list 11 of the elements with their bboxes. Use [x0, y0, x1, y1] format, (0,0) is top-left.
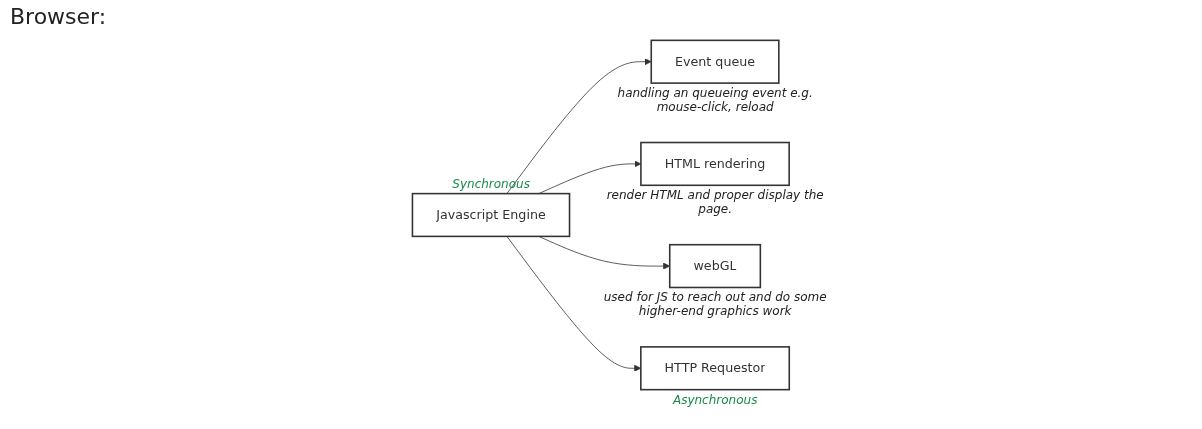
- node-caption: handling an queueing event e.g. mouse-click, reload: [616, 86, 814, 115]
- node-caption: used for JS to reach out and do some higher-end graphics work: [602, 290, 828, 319]
- node-box: Javascript Engine: [411, 192, 571, 238]
- node-caption: render HTML and proper display the page.: [605, 188, 825, 217]
- node-box: HTTP Requestor: [640, 346, 791, 391]
- node-caption: Asynchronous: [671, 392, 759, 407]
- node-box: webGL: [669, 243, 762, 289]
- diagram-title: Browser:: [10, 4, 107, 29]
- node-box: HTML rendering: [640, 141, 791, 187]
- node-caption: Synchronous: [451, 176, 531, 191]
- node-box: Event queue: [650, 39, 780, 84]
